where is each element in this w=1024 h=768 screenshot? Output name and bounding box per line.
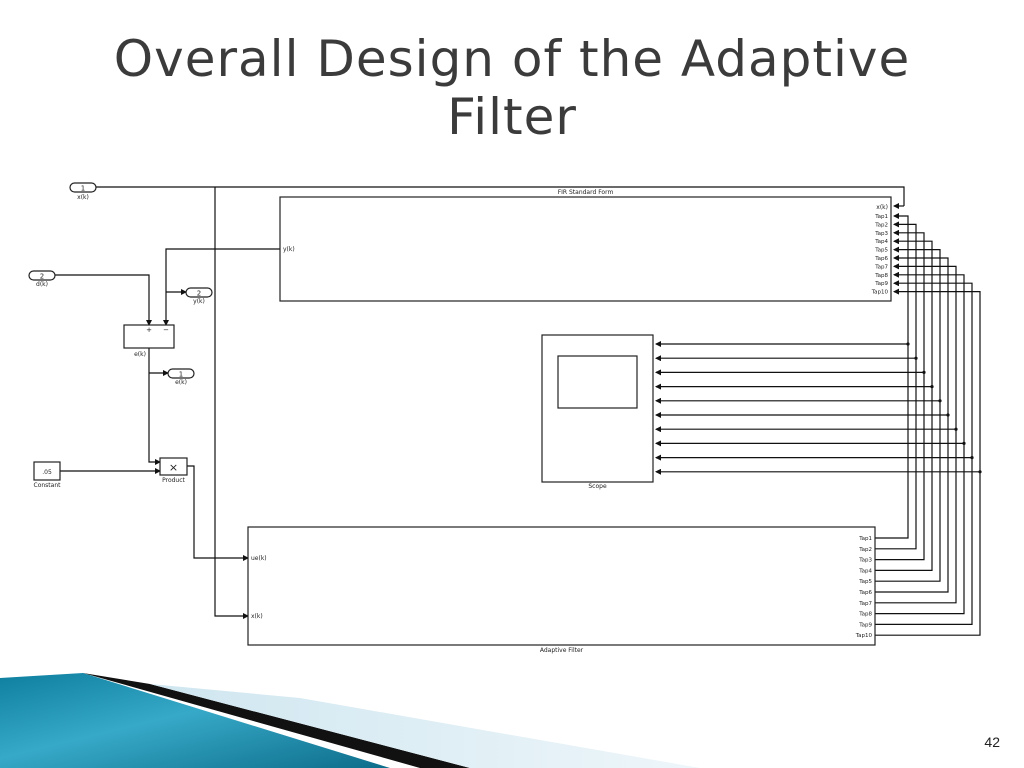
adaptive-tap-label-4: Tap4 <box>858 568 872 574</box>
fir-input-label: x(k) <box>876 204 888 211</box>
fir-tap-label-2: Tap2 <box>874 222 888 228</box>
adaptive-block-title: Adaptive Filter <box>540 647 584 654</box>
fir-tap-label-3: Tap3 <box>874 231 888 237</box>
outport-y-label: y(k) <box>193 298 205 305</box>
product-label: Product <box>162 477 185 484</box>
tap-branch-dot-3 <box>922 370 926 374</box>
fir-output-label: y(k) <box>283 246 295 253</box>
scope-block[interactable]: Scope <box>541 334 654 490</box>
footer-black-stripe <box>83 673 470 768</box>
fir-standard-form-block[interactable]: FIR Standard Form y(k) x(k) Tap1Tap2Tap3… <box>279 189 892 302</box>
outport-e[interactable]: 1 e(k) <box>167 368 195 386</box>
slide-title: Overall Design of the Adaptive Filter <box>90 30 934 146</box>
tap-wire-fir-8 <box>875 271 965 615</box>
outport-e-label: e(k) <box>175 379 187 386</box>
inport-d[interactable]: 2 d(k) <box>28 270 56 288</box>
adaptive-tap-label-7: Tap7 <box>858 601 872 607</box>
tap-branch-dot-7 <box>954 427 958 431</box>
tap-wire-fir-1 <box>875 213 909 539</box>
tap-wire-fir-6 <box>875 255 949 593</box>
tap-branch-dot-10 <box>978 470 982 474</box>
adaptive-input1-label: ue(k) <box>251 555 267 562</box>
product-block[interactable]: × Product <box>159 457 188 484</box>
tap-wire-fir-9 <box>875 280 973 625</box>
footer-teal-band <box>0 673 390 768</box>
tap-wire-fir-10 <box>875 288 981 636</box>
wire-product-to-adaptive <box>187 465 249 561</box>
outport-y-number: 2 <box>197 290 201 298</box>
wire-y-to-sum <box>163 248 280 326</box>
scope-screen <box>557 355 638 409</box>
title-line-2: Filter <box>447 88 577 146</box>
adaptive-tap-labels: Tap1Tap2Tap3Tap4Tap5Tap6Tap7Tap8Tap9Tap1… <box>855 536 873 639</box>
adaptive-tap-label-10: Tap10 <box>855 633 873 639</box>
fir-tap-label-5: Tap5 <box>874 248 888 254</box>
adaptive-tap-label-8: Tap8 <box>858 612 872 618</box>
fir-tap-label-8: Tap8 <box>874 273 888 279</box>
tap-branch-dot-2 <box>914 356 918 360</box>
tap-branch-dot-1 <box>906 342 910 346</box>
inport-x-number: 1 <box>81 185 85 193</box>
inport-d-number: 2 <box>40 273 44 281</box>
inport-d-label: d(k) <box>36 281 48 288</box>
tap-branch-dot-9 <box>970 456 974 460</box>
footer-pale-band <box>150 684 700 768</box>
title-line-1: Overall Design of the Adaptive <box>113 30 911 88</box>
fir-tap-label-10: Tap10 <box>871 290 889 296</box>
adaptive-filter-block[interactable]: Adaptive Filter ue(k) x(k) Tap1Tap2Tap3T… <box>247 526 876 654</box>
constant-value: .05 <box>42 469 52 476</box>
adaptive-tap-label-2: Tap2 <box>858 547 872 553</box>
sum-label: e(k) <box>134 351 146 358</box>
tap-wires <box>655 213 982 636</box>
fir-tap-label-7: Tap7 <box>874 264 888 270</box>
adaptive-tap-label-1: Tap1 <box>858 536 872 542</box>
adaptive-tap-label-9: Tap9 <box>858 622 872 628</box>
tap-branch-dot-5 <box>938 399 942 403</box>
slide-number: 42 <box>984 734 1000 750</box>
tap-wire-fir-3 <box>875 229 925 561</box>
wire-x-to-adaptive <box>214 187 249 619</box>
sum-plus-sign: + <box>146 326 152 334</box>
tap-branch-dot-6 <box>946 413 950 417</box>
fir-block-title: FIR Standard Form <box>558 189 614 196</box>
wire-e-to-product <box>148 348 161 465</box>
wire-x-to-fir <box>96 186 905 206</box>
inport-x[interactable]: 1 x(k) <box>69 182 97 201</box>
fir-tap-labels: Tap1Tap2Tap3Tap4Tap5Tap6Tap7Tap8Tap9Tap1… <box>871 214 889 296</box>
fir-tap-label-1: Tap1 <box>874 214 888 220</box>
adaptive-tap-label-3: Tap3 <box>858 558 872 564</box>
adaptive-input2-label: x(k) <box>251 613 263 620</box>
adaptive-tap-label-5: Tap5 <box>858 579 872 585</box>
sum-minus-sign: − <box>163 326 169 334</box>
constant-label: Constant <box>34 482 62 489</box>
tap-wire-fir-7 <box>875 263 957 604</box>
sum-block[interactable]: + − e(k) <box>123 324 175 358</box>
wire-d-to-sum <box>55 274 152 326</box>
fir-tap-label-6: Tap6 <box>874 256 888 262</box>
constant-block[interactable]: .05 Constant <box>33 461 62 489</box>
tap-branch-dot-4 <box>930 385 934 389</box>
signal-lines <box>55 186 905 619</box>
scope-label: Scope <box>588 483 607 490</box>
tap-branch-dot-8 <box>962 441 966 445</box>
outport-e-number: 1 <box>179 371 183 379</box>
product-symbol: × <box>169 461 178 474</box>
inport-x-label: x(k) <box>77 194 89 201</box>
fir-tap-label-4: Tap4 <box>874 239 888 245</box>
adaptive-tap-label-6: Tap6 <box>858 590 872 596</box>
outport-y[interactable]: 2 y(k) <box>185 287 213 305</box>
tap-wire-fir-4 <box>875 238 933 571</box>
fir-tap-label-9: Tap9 <box>874 281 888 287</box>
slide-footer-decoration <box>0 673 700 768</box>
